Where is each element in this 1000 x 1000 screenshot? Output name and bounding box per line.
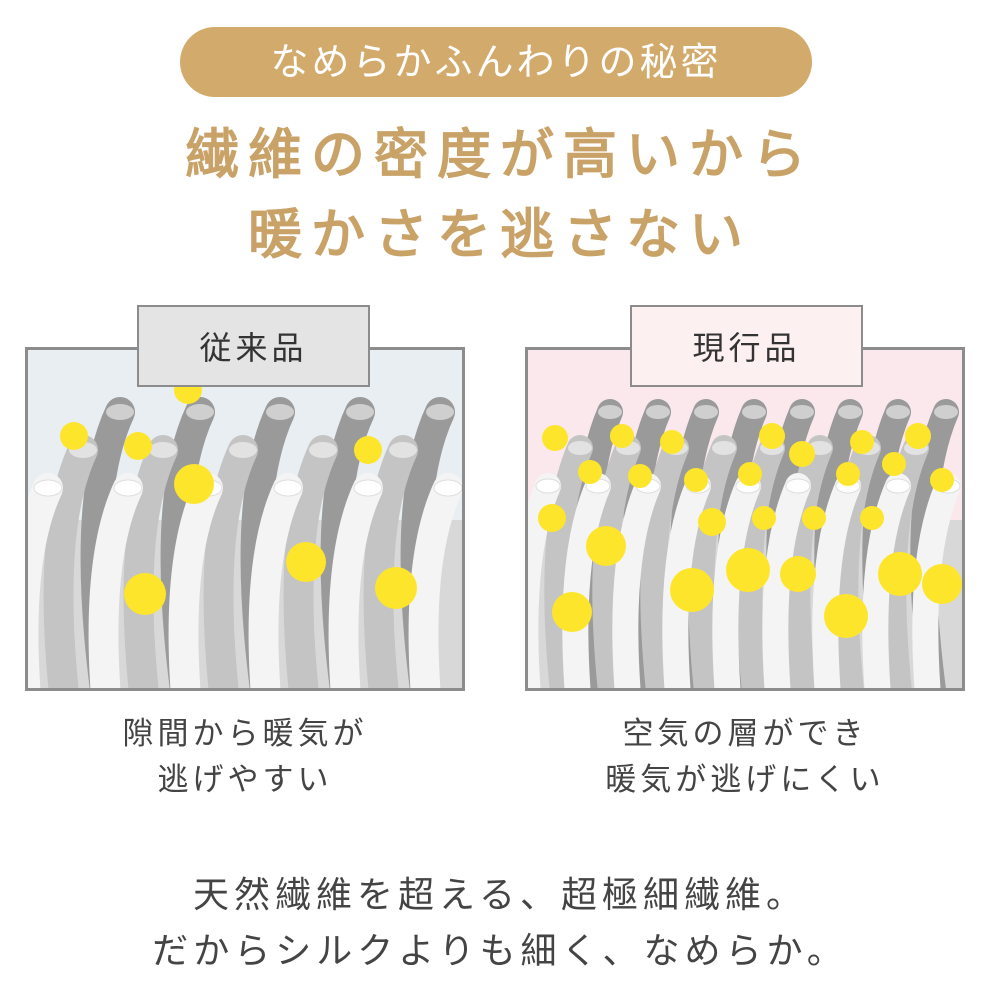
current-product-label: 現行品 [630,305,863,387]
fiber-tips-back [106,404,454,420]
conventional-caption-line-2: 逃げやすい [157,762,333,798]
current-caption-line-1: 空気の層ができ [622,716,868,752]
conventional-fibers-svg [28,350,462,688]
current-product-illustration [525,347,965,691]
current-caption: 空気の層ができ 暖気が逃げにくい [525,711,965,803]
fiber-tips-back [598,405,958,419]
footer-line-2: だからシルクよりも細く、なめらか。 [152,931,848,972]
title-banner: なめらかふんわりの秘密 [180,27,812,97]
footer-line-1: 天然繊維を超える、超極細繊維。 [193,875,807,916]
conventional-product-label: 従来品 [137,305,370,387]
headline-line-1: 繊維の密度が高いから [185,123,815,186]
current-fibers-svg [528,350,962,688]
warm-air-dots [538,423,962,638]
current-caption-line-2: 暖気が逃げにくい [605,762,885,798]
conventional-product-illustration [25,347,465,691]
conventional-caption-line-1: 隙間から暖気が [122,716,368,752]
headline-line-2: 暖かさを逃さない [248,203,752,266]
conventional-caption: 隙間から暖気が 逃げやすい [25,711,465,803]
